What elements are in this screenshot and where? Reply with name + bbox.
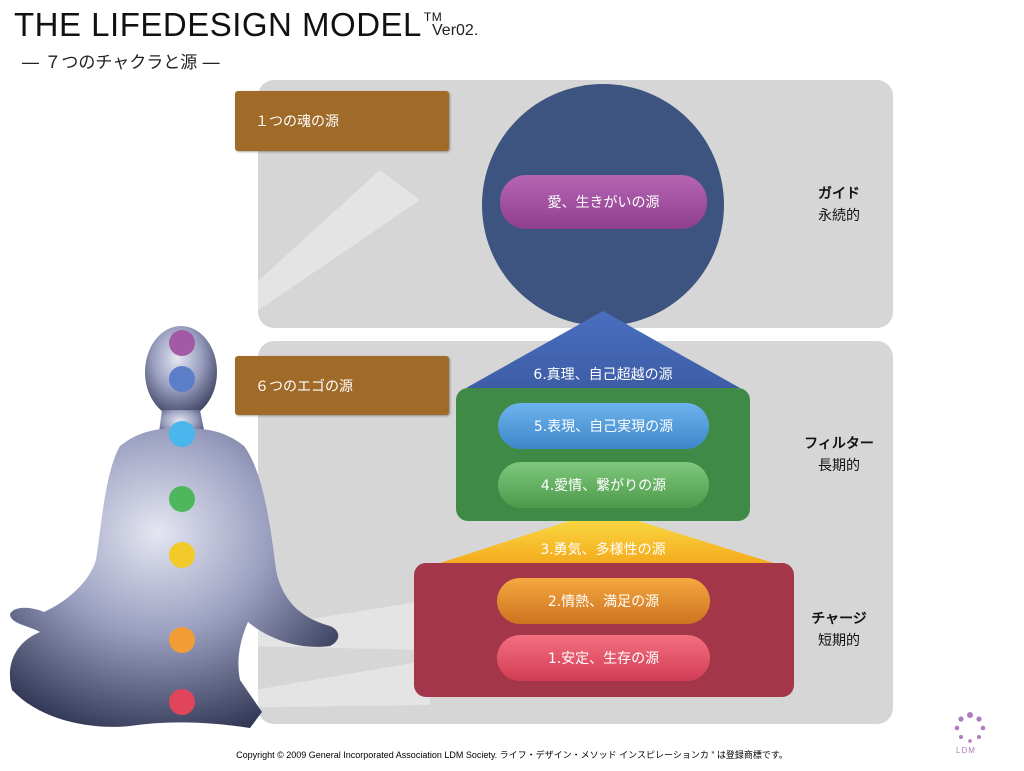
chakra-root [169,689,195,715]
guide-subheading: 永続的 [818,208,860,224]
filter-pill-expression: 5.表現、自己実現の源 [498,403,709,449]
charge-heading: チャージ [811,611,867,627]
chakra-sacral [169,627,195,653]
charge-pill-stability: 1.安定、生存の源 [497,635,710,681]
chakra-crown [169,330,195,356]
filter-heading: フィルター [804,436,874,452]
filter-pill-love: 4.愛情、繋がりの源 [498,462,709,508]
charge-triangle [434,510,780,565]
filter-triangle-label: 6.真理、自己超越の源 [533,367,673,383]
chakra-solar-plexus [169,542,195,568]
charge-pill-passion: 2.情熱、満足の源 [497,578,710,624]
charge-label: チャージ 短期的 [800,608,878,652]
chakra-heart [169,486,195,512]
chakra-third-eye [169,366,195,392]
copyright-notice: Copyright © 2009 General Incorporated As… [236,750,788,760]
charge-subheading: 短期的 [818,633,860,649]
ego-source-box: ６つのエゴの源 [235,356,449,415]
page-subtitle: ― ７つのチャクラと源 ― [22,53,220,73]
ldm-logo-icon [954,712,986,743]
charge-triangle-label: 3.勇気、多様性の源 [540,542,666,558]
chakra-throat [169,421,195,447]
guide-label: ガイド 永続的 [800,183,878,227]
guide-heading: ガイド [818,186,860,202]
trademark-mark: TM [423,10,443,24]
soul-source-box: １つの魂の源 [235,91,449,151]
filter-triangle [466,311,740,388]
filter-subheading: 長期的 [818,458,860,474]
version-label: Ver02. [432,22,479,39]
guide-pill: 愛、生きがいの源 [500,175,707,229]
filter-label: フィルター 長期的 [796,433,882,477]
ldm-logo-text: LDM [956,746,976,755]
